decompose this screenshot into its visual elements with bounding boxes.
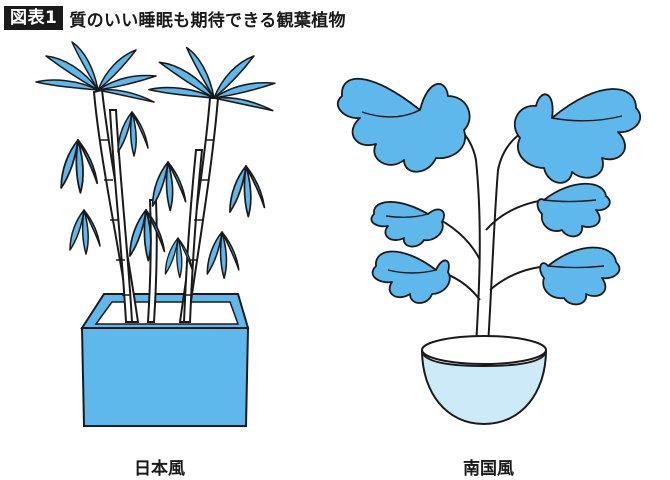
- figure-header: 図表1 質のいい睡眠も期待できる観葉植物: [4, 6, 346, 31]
- square-planter-body: [80, 327, 250, 427]
- bamboo-stems: [92, 88, 220, 323]
- round-pot-body: [421, 349, 547, 426]
- figure-title: 質のいい睡眠も期待できる観葉植物: [69, 10, 346, 31]
- square-planter-soil: [94, 301, 240, 325]
- caption-japanese-style: 日本風: [134, 459, 185, 479]
- caption-tropical-style: 南国風: [463, 459, 514, 479]
- round-pot-rim: [421, 335, 547, 365]
- monstera-plant: [336, 77, 642, 426]
- monstera-leaves: [336, 77, 642, 306]
- bamboo-palm-plant: [35, 41, 276, 427]
- figure-label: 図表1: [4, 6, 64, 30]
